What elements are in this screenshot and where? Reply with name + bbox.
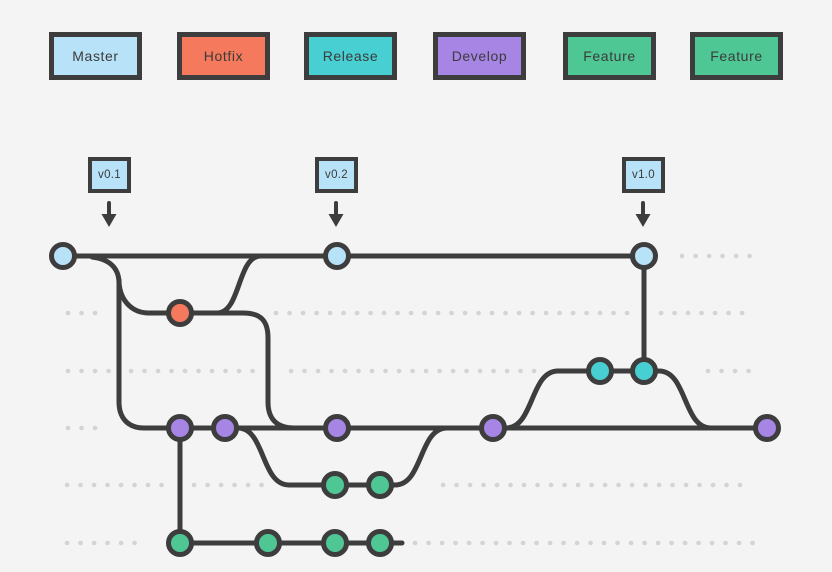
legend-label-feature-2: Feature [710,48,763,64]
legend-box-master: Master [49,32,142,80]
master-commit [323,242,351,270]
legend-label-release: Release [322,48,379,64]
legend-box-develop: Develop [433,32,526,80]
feature-1-merge-curve [375,425,450,488]
master-commit [49,242,77,270]
hotfix-commit [166,299,194,327]
legend-box-release: Release [304,32,397,80]
arrow-down-icon [635,201,651,227]
branch-connectors [60,253,770,546]
hotfix-merge-master-curve [197,253,264,316]
version-tag-v0-1: v0.1 [88,157,131,193]
develop-commit [211,414,239,442]
arrow-down-icon [328,201,344,227]
legend-box-feature-2: Feature [690,32,783,80]
hotfix-branch-curve [116,277,213,316]
legend-label-hotfix: Hotfix [203,48,244,64]
feature1-commit [366,471,394,499]
version-tag-v0-2: v0.2 [315,157,358,193]
legend-label-develop: Develop [451,48,508,64]
arrow-down-icon [101,201,117,227]
develop-commit [479,414,507,442]
feature2-commit [166,529,194,557]
legend-box-hotfix: Hotfix [177,32,270,80]
feature1-commit [321,471,349,499]
develop-commit [323,414,351,442]
version-tag-v1-0: v1.0 [622,157,665,193]
version-tag-label: v0.1 [98,169,121,181]
develop-commit [166,414,194,442]
legend-label-feature-1: Feature [583,48,636,64]
master-to-develop-branch-curve [89,254,155,431]
version-tag-label: v0.2 [325,169,348,181]
release-merge-develop-curve [639,368,714,431]
master-commit [630,242,658,270]
develop-commit [753,414,781,442]
feature2-commit [366,529,394,557]
feature-1-branch-curve [235,425,385,488]
legend-box-feature-1: Feature [563,32,656,80]
legend-label-master: Master [72,48,119,64]
version-tag-label: v1.0 [632,169,655,181]
release-commit [630,357,658,385]
release-branch-curve [503,368,649,431]
feature2-commit [254,529,282,557]
hotfix-merge-develop-curve [197,310,315,431]
release-commit [586,357,614,385]
feature2-commit [321,529,349,557]
